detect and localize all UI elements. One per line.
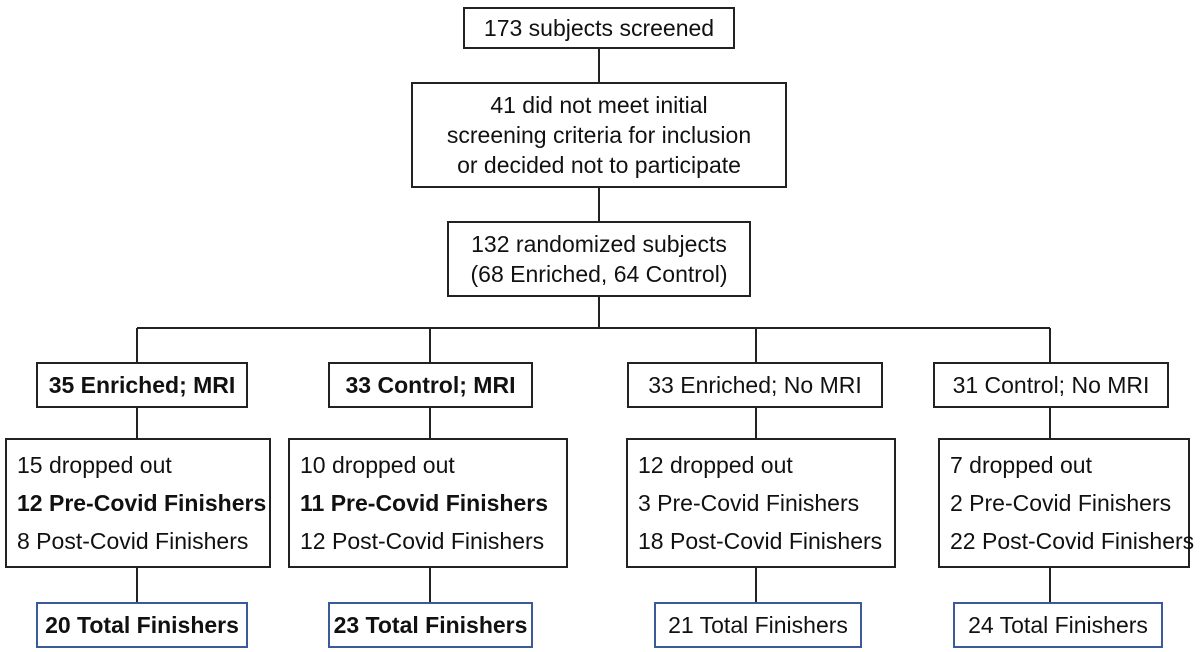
group-title: 35 Enriched; MRI: [48, 372, 236, 398]
randomized-line-1: 132 randomized subjects: [471, 231, 727, 257]
post-covid-finishers: 8 Post-Covid Finishers: [17, 528, 249, 554]
pre-covid-finishers: 12 Pre-Covid Finishers: [17, 490, 267, 516]
dropped-out: 7 dropped out: [950, 452, 1092, 478]
excluded-line-1: 41 did not meet initial: [490, 92, 708, 118]
total-finishers-enriched-no-mri: 21 Total Finishers: [654, 602, 862, 648]
total-finishers-control-mri: 23 Total Finishers: [328, 602, 533, 648]
group-title-control-no-mri: 31 Control; No MRI: [933, 362, 1169, 408]
total-finishers-label: 24 Total Finishers: [968, 612, 1148, 638]
total-finishers-label: 20 Total Finishers: [45, 612, 239, 638]
group-title-enriched-no-mri: 33 Enriched; No MRI: [627, 362, 883, 408]
dropped-out: 12 dropped out: [638, 452, 793, 478]
post-covid-finishers: 18 Post-Covid Finishers: [638, 528, 883, 554]
group-title: 33 Enriched; No MRI: [648, 372, 862, 398]
post-covid-finishers: 12 Post-Covid Finishers: [300, 528, 545, 554]
total-finishers-enriched-mri: 20 Total Finishers: [36, 602, 248, 648]
pre-covid-finishers: 3 Pre-Covid Finishers: [638, 490, 860, 516]
group-title-enriched-mri: 35 Enriched; MRI: [36, 362, 248, 408]
excluded-line-2: screening criteria for inclusion: [446, 122, 752, 148]
group-detail-control-mri: 10 dropped out 11 Pre-Covid Finishers 12…: [288, 438, 568, 568]
dropped-out: 10 dropped out: [300, 452, 455, 478]
group-title-control-mri: 33 Control; MRI: [328, 362, 533, 408]
excluded-line-3: or decided not to participate: [457, 152, 741, 178]
pre-covid-finishers: 11 Pre-Covid Finishers: [300, 490, 548, 516]
group-title: 31 Control; No MRI: [952, 372, 1150, 398]
pre-covid-finishers: 2 Pre-Covid Finishers: [950, 490, 1172, 516]
total-finishers-control-no-mri: 24 Total Finishers: [953, 602, 1163, 648]
screened-box: 173 subjects screened: [463, 7, 735, 49]
randomized-line-2: (68 Enriched, 64 Control): [470, 261, 728, 287]
group-detail-control-no-mri: 7 dropped out 2 Pre-Covid Finishers 22 P…: [938, 438, 1194, 568]
group-detail-enriched-no-mri: 12 dropped out 3 Pre-Covid Finishers 18 …: [626, 438, 896, 568]
group-detail-enriched-mri: 15 dropped out 12 Pre-Covid Finishers 8 …: [5, 438, 271, 568]
excluded-box: 41 did not meet initial screening criter…: [411, 82, 787, 188]
post-covid-finishers: 22 Post-Covid Finishers: [950, 528, 1195, 554]
total-finishers-label: 23 Total Finishers: [333, 612, 528, 638]
group-title: 33 Control; MRI: [345, 372, 516, 398]
dropped-out: 15 dropped out: [17, 452, 172, 478]
total-finishers-label: 21 Total Finishers: [668, 612, 848, 638]
randomized-box: 132 randomized subjects (68 Enriched, 64…: [447, 221, 751, 297]
screened-label: 173 subjects screened: [483, 15, 715, 41]
